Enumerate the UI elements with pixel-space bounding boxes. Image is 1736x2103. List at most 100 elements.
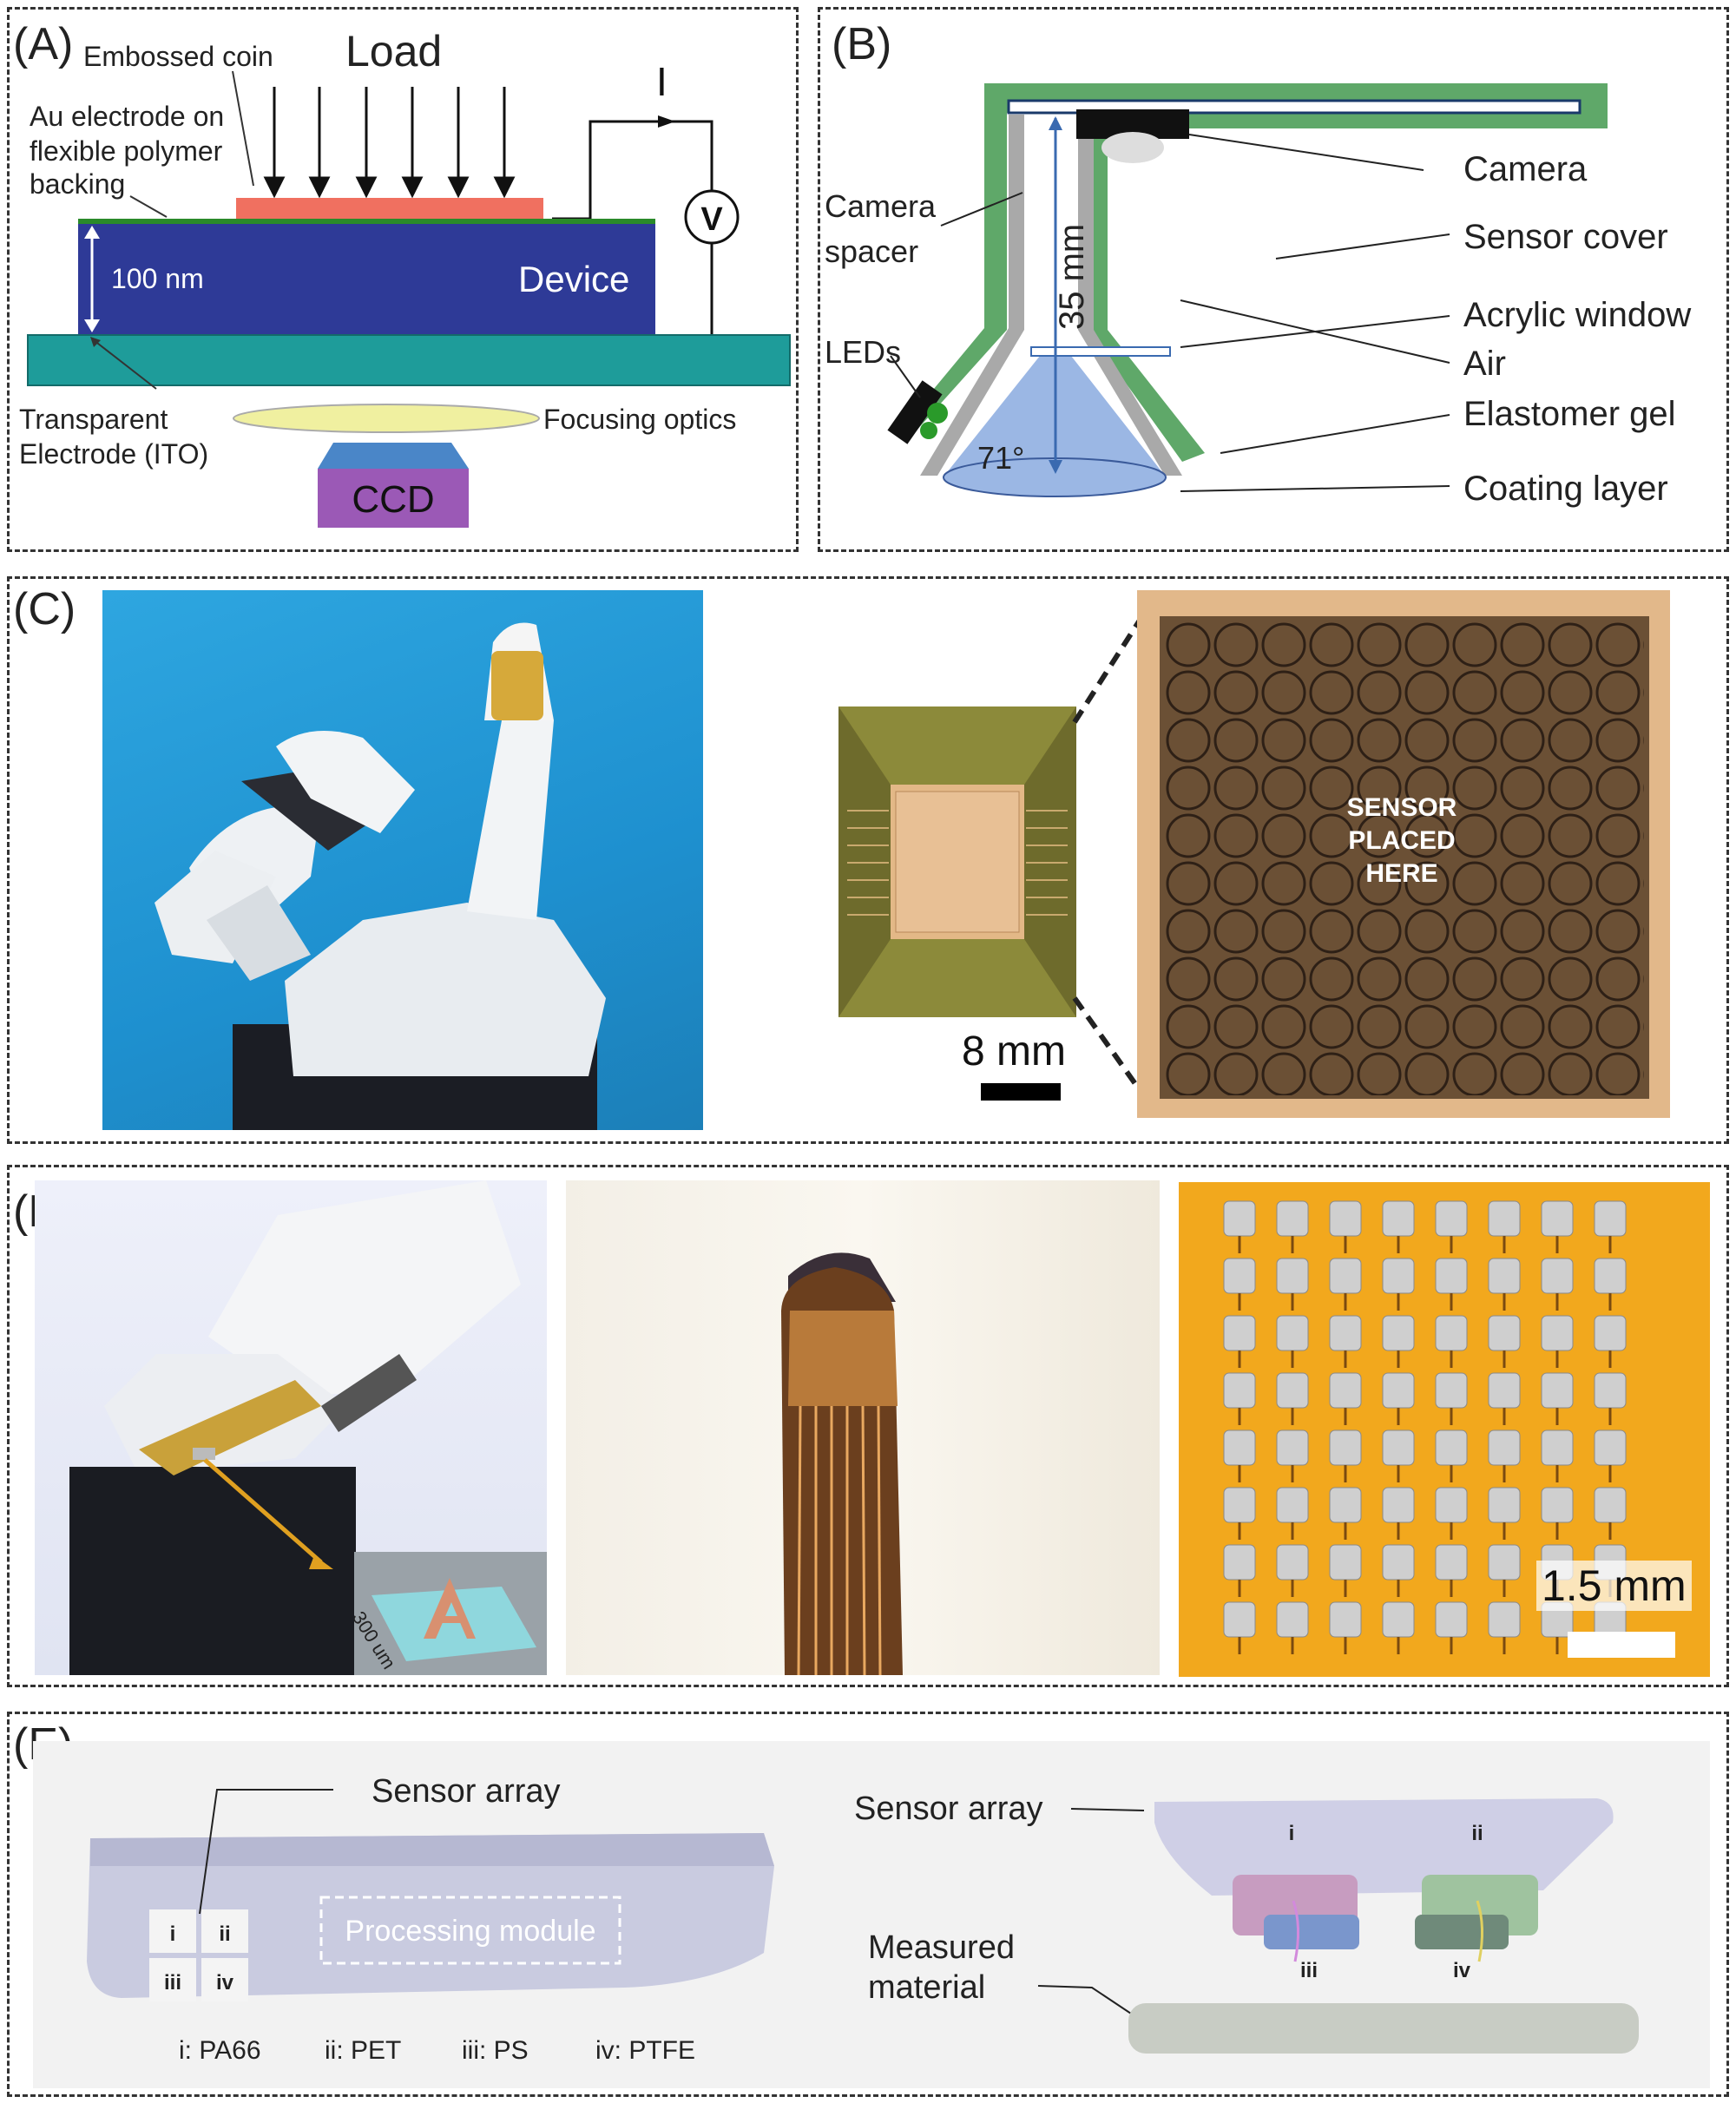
ccd-body [318, 469, 469, 528]
scale-bar-d-label: 1.5 mm [1536, 1561, 1692, 1611]
measured-material [1128, 2003, 1639, 2054]
panel-e-diagram: i ii iii iv Sensor array Processing modu… [33, 1741, 1710, 2088]
sensor-pixel [1488, 1544, 1521, 1581]
sensor-pixel [1435, 1487, 1468, 1523]
sensor-pixel [1329, 1544, 1362, 1581]
pad-iv [1415, 1915, 1509, 1949]
sensor-pixel [1329, 1258, 1362, 1294]
panel-a-diagram: (A) Embossed coin Load I V 100 nm Device… [13, 19, 791, 528]
cell-iii: iii [164, 1971, 181, 1995]
sensor-pixel [1382, 1601, 1415, 1638]
sensor-pixel [1223, 1544, 1256, 1581]
legend-ii: ii: PET [325, 2036, 401, 2065]
panel-b-diagram: (B) 35 mm LEDs 71° Camera spacer Camera … [825, 19, 1691, 508]
sensor-pixel [1594, 1200, 1627, 1237]
sensor-pixel [1488, 1258, 1521, 1294]
sensor-pixel [1488, 1487, 1521, 1523]
ito-substrate [27, 334, 791, 386]
sensor-pixel [1223, 1372, 1256, 1409]
legend-iii: iii: PS [462, 2036, 529, 2065]
sensor-pixel [1276, 1372, 1309, 1409]
sensor-pixel [1435, 1544, 1468, 1581]
sensor-pixel [1329, 1372, 1362, 1409]
air-label: Air [1463, 345, 1506, 383]
pixel-grid [1223, 1200, 1627, 1654]
plate-ii: ii [1471, 1822, 1483, 1845]
dimension-label: 35 mm [1053, 224, 1091, 330]
pad-iii-label: iii [1300, 1959, 1318, 1982]
sensor-pixel [1382, 1372, 1415, 1409]
coating-layer-label: Coating layer [1463, 470, 1668, 508]
sensor-pixel [1435, 1200, 1468, 1237]
led-block [887, 380, 943, 444]
cell-i: i [170, 1922, 176, 1946]
sensor-pixel [1329, 1200, 1362, 1237]
panel-a [7, 7, 799, 552]
panel-b-label: (B) [832, 19, 891, 69]
sensor-pixel [1435, 1372, 1468, 1409]
camera-spacer-right [1078, 115, 1182, 476]
sensor-pixel [1223, 1258, 1256, 1294]
ccd-top [318, 443, 469, 469]
thickness-label: 100 nm [111, 263, 204, 294]
panel-b [818, 7, 1729, 552]
legend-iv: iv: PTFE [595, 2036, 695, 2065]
camera-spacer-label: Camera spacer [825, 188, 944, 269]
legend-i: i: PA66 [179, 2036, 261, 2065]
load-label: Load [345, 27, 442, 76]
pad-iii [1264, 1915, 1359, 1949]
pad-iv-label: iv [1453, 1959, 1471, 1982]
sensor-pixel [1435, 1429, 1468, 1466]
sensor-pixel [1329, 1429, 1362, 1466]
sensor-pixel [1541, 1258, 1574, 1294]
sensor-pixel [1382, 1258, 1415, 1294]
inset-letter-a: 300 um [354, 1552, 547, 1675]
sensor-placed-text: SENSOR PLACED HERE [1346, 793, 1457, 888]
sensor-pixel [1223, 1487, 1256, 1523]
sensor-chip-photo [838, 706, 1076, 1017]
sensor-pixel [1435, 1601, 1468, 1638]
processing-module-label: Processing module [345, 1915, 595, 1948]
acrylic-window [1030, 346, 1171, 357]
sensor-pixel [1382, 1315, 1415, 1351]
sensor-pixel [1435, 1315, 1468, 1351]
au-electrode-label: Au electrode on flexible polymer backing [30, 101, 232, 200]
measured-material-label: Measured material [868, 1929, 1024, 2006]
focusing-optics-label: Focusing optics [543, 404, 736, 435]
sensor-pixel [1382, 1544, 1415, 1581]
device-block [78, 224, 655, 335]
robot-hand-photo [102, 590, 703, 1130]
acrylic-window-label: Acrylic window [1463, 296, 1691, 334]
sensor-pixel [1223, 1601, 1256, 1638]
sensor-cells [149, 1909, 248, 2001]
voltmeter-label: V [700, 201, 723, 238]
ccd-label: CCD [352, 478, 434, 521]
embossed-coin-label: Embossed coin [83, 41, 273, 72]
sensor-pixel [1382, 1200, 1415, 1237]
sensor-pixel [1382, 1487, 1415, 1523]
camera-lens [1101, 132, 1164, 163]
sensor-pixel [1594, 1429, 1627, 1466]
sensor-pixel [1594, 1258, 1627, 1294]
focusing-lens [233, 404, 540, 433]
panel-d [7, 1165, 1729, 1687]
sensor-cover-label: Sensor cover [1463, 218, 1668, 256]
sensor-pixel [1276, 1315, 1309, 1351]
scale-bar-c-label: 8 mm [962, 1028, 1066, 1075]
elastomer-gel-label: Elastomer gel [1463, 395, 1676, 433]
sensor-pixel [1594, 1487, 1627, 1523]
device-label: Device [518, 259, 629, 299]
sensor-array-zoom: SENSOR PLACED HERE [1137, 590, 1670, 1118]
panel-a-label: (A) [13, 19, 73, 69]
sensor-plate [1154, 1798, 1614, 1896]
current-label: I [656, 59, 667, 104]
sensor-pixel [1223, 1315, 1256, 1351]
sensor-pixel [1541, 1429, 1574, 1466]
sensor-pixel [1594, 1372, 1627, 1409]
sensor-pixel [1223, 1200, 1256, 1237]
sensor-array-right-label: Sensor array [854, 1791, 1043, 1827]
sensor-pixel [1594, 1315, 1627, 1351]
panel-c [7, 576, 1729, 1144]
sensor-pixel [1435, 1258, 1468, 1294]
embossed-coin [236, 198, 543, 220]
